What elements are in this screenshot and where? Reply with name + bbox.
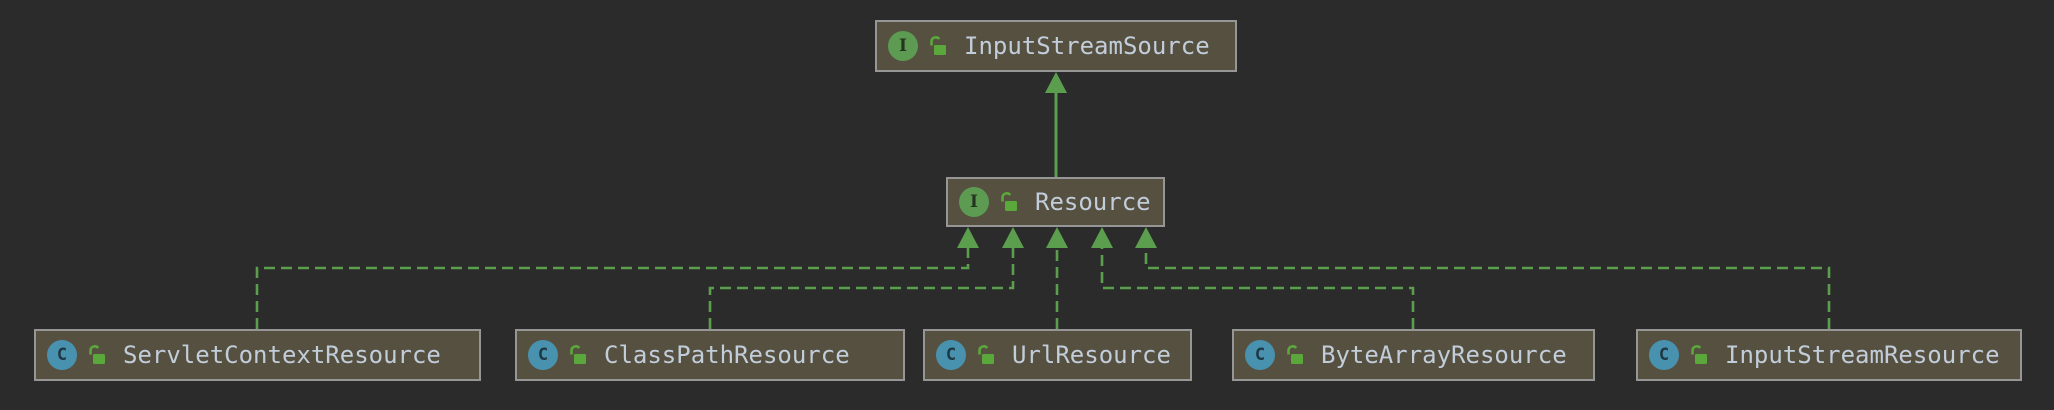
public-unlocked-padlock-icon	[927, 35, 949, 57]
public-unlocked-padlock-icon	[1688, 344, 1710, 366]
arrowhead-icon-ClassPathResource-to-Resource	[1002, 227, 1024, 248]
class-icon: C	[936, 340, 966, 370]
edge-InputStreamResource-implements-Resource	[1144, 248, 1831, 329]
class-icon: C	[47, 340, 77, 370]
arrowhead-icon-ServletContextResource-to-Resource	[957, 227, 979, 248]
uml-node-ByteArrayResource[interactable]: C ByteArrayResource	[1232, 329, 1595, 381]
interface-icon: I	[959, 187, 989, 217]
class-icon: C	[1649, 340, 1679, 370]
public-unlocked-padlock-icon	[86, 344, 108, 366]
uml-node-InputStreamResource[interactable]: C InputStreamResource	[1636, 329, 2022, 381]
arrowhead-icon-ByteArrayResource-to-Resource	[1091, 227, 1113, 248]
uml-node-ClassPathResource[interactable]: C ClassPathResource	[515, 329, 905, 381]
edge-ClassPathResource-implements-Resource	[708, 248, 1015, 329]
class-icon: C	[528, 340, 558, 370]
node-label: InputStreamSource	[964, 32, 1210, 60]
uml-node-UrlResource[interactable]: C UrlResource	[923, 329, 1192, 381]
node-label: ClassPathResource	[604, 341, 850, 369]
node-label: ServletContextResource	[123, 341, 441, 369]
arrowhead-icon-Resource-to-InputStreamSource	[1045, 72, 1067, 93]
arrowhead-icon-InputStreamResource-to-Resource	[1135, 227, 1157, 248]
public-unlocked-padlock-icon	[1284, 344, 1306, 366]
node-label: UrlResource	[1012, 341, 1171, 369]
node-label: ByteArrayResource	[1321, 341, 1567, 369]
uml-node-Resource[interactable]: I Resource	[946, 177, 1165, 227]
uml-node-ServletContextResource[interactable]: C ServletContextResource	[34, 329, 481, 381]
public-unlocked-padlock-icon	[567, 344, 589, 366]
edge-ByteArrayResource-implements-Resource	[1100, 248, 1415, 329]
edge-ServletContextResource-implements-Resource	[255, 248, 970, 329]
node-label: InputStreamResource	[1725, 341, 2000, 369]
public-unlocked-padlock-icon	[998, 191, 1020, 213]
arrowhead-icon-UrlResource-to-Resource	[1046, 227, 1068, 248]
class-icon: C	[1245, 340, 1275, 370]
public-unlocked-padlock-icon	[975, 344, 997, 366]
node-label: Resource	[1035, 188, 1151, 216]
interface-icon: I	[888, 31, 918, 61]
uml-node-InputStreamSource[interactable]: I InputStreamSource	[875, 20, 1237, 72]
